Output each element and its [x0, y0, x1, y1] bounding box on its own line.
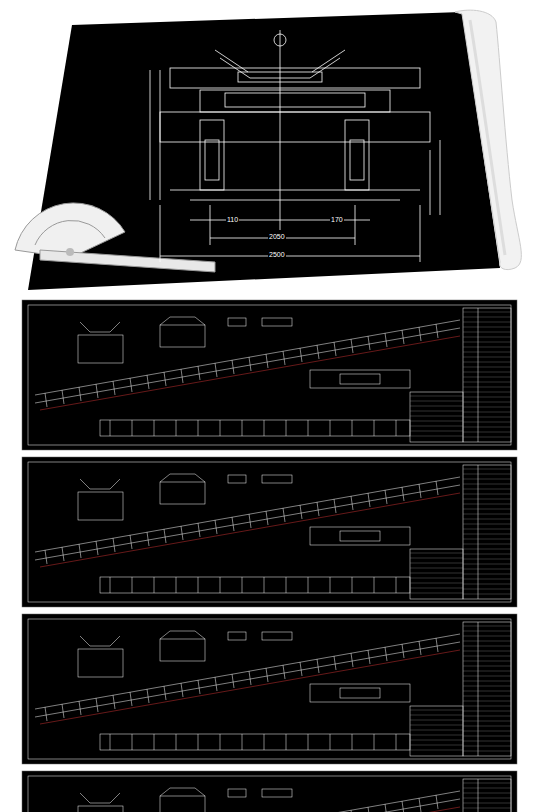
dimension-text: 170	[330, 216, 344, 224]
dimension-text: 110	[226, 216, 239, 224]
conveyor-sheet	[22, 614, 517, 764]
conveyor-sheet	[22, 457, 517, 607]
idler-section	[150, 30, 440, 262]
paper-roll	[455, 10, 521, 269]
conveyor-sheet	[22, 300, 517, 450]
dimension-text: 2050	[268, 233, 286, 241]
conveyor-sheet	[22, 771, 517, 812]
protractor	[15, 203, 215, 272]
drawing-sheet	[28, 12, 500, 290]
dimension-text: 2500	[268, 251, 286, 259]
